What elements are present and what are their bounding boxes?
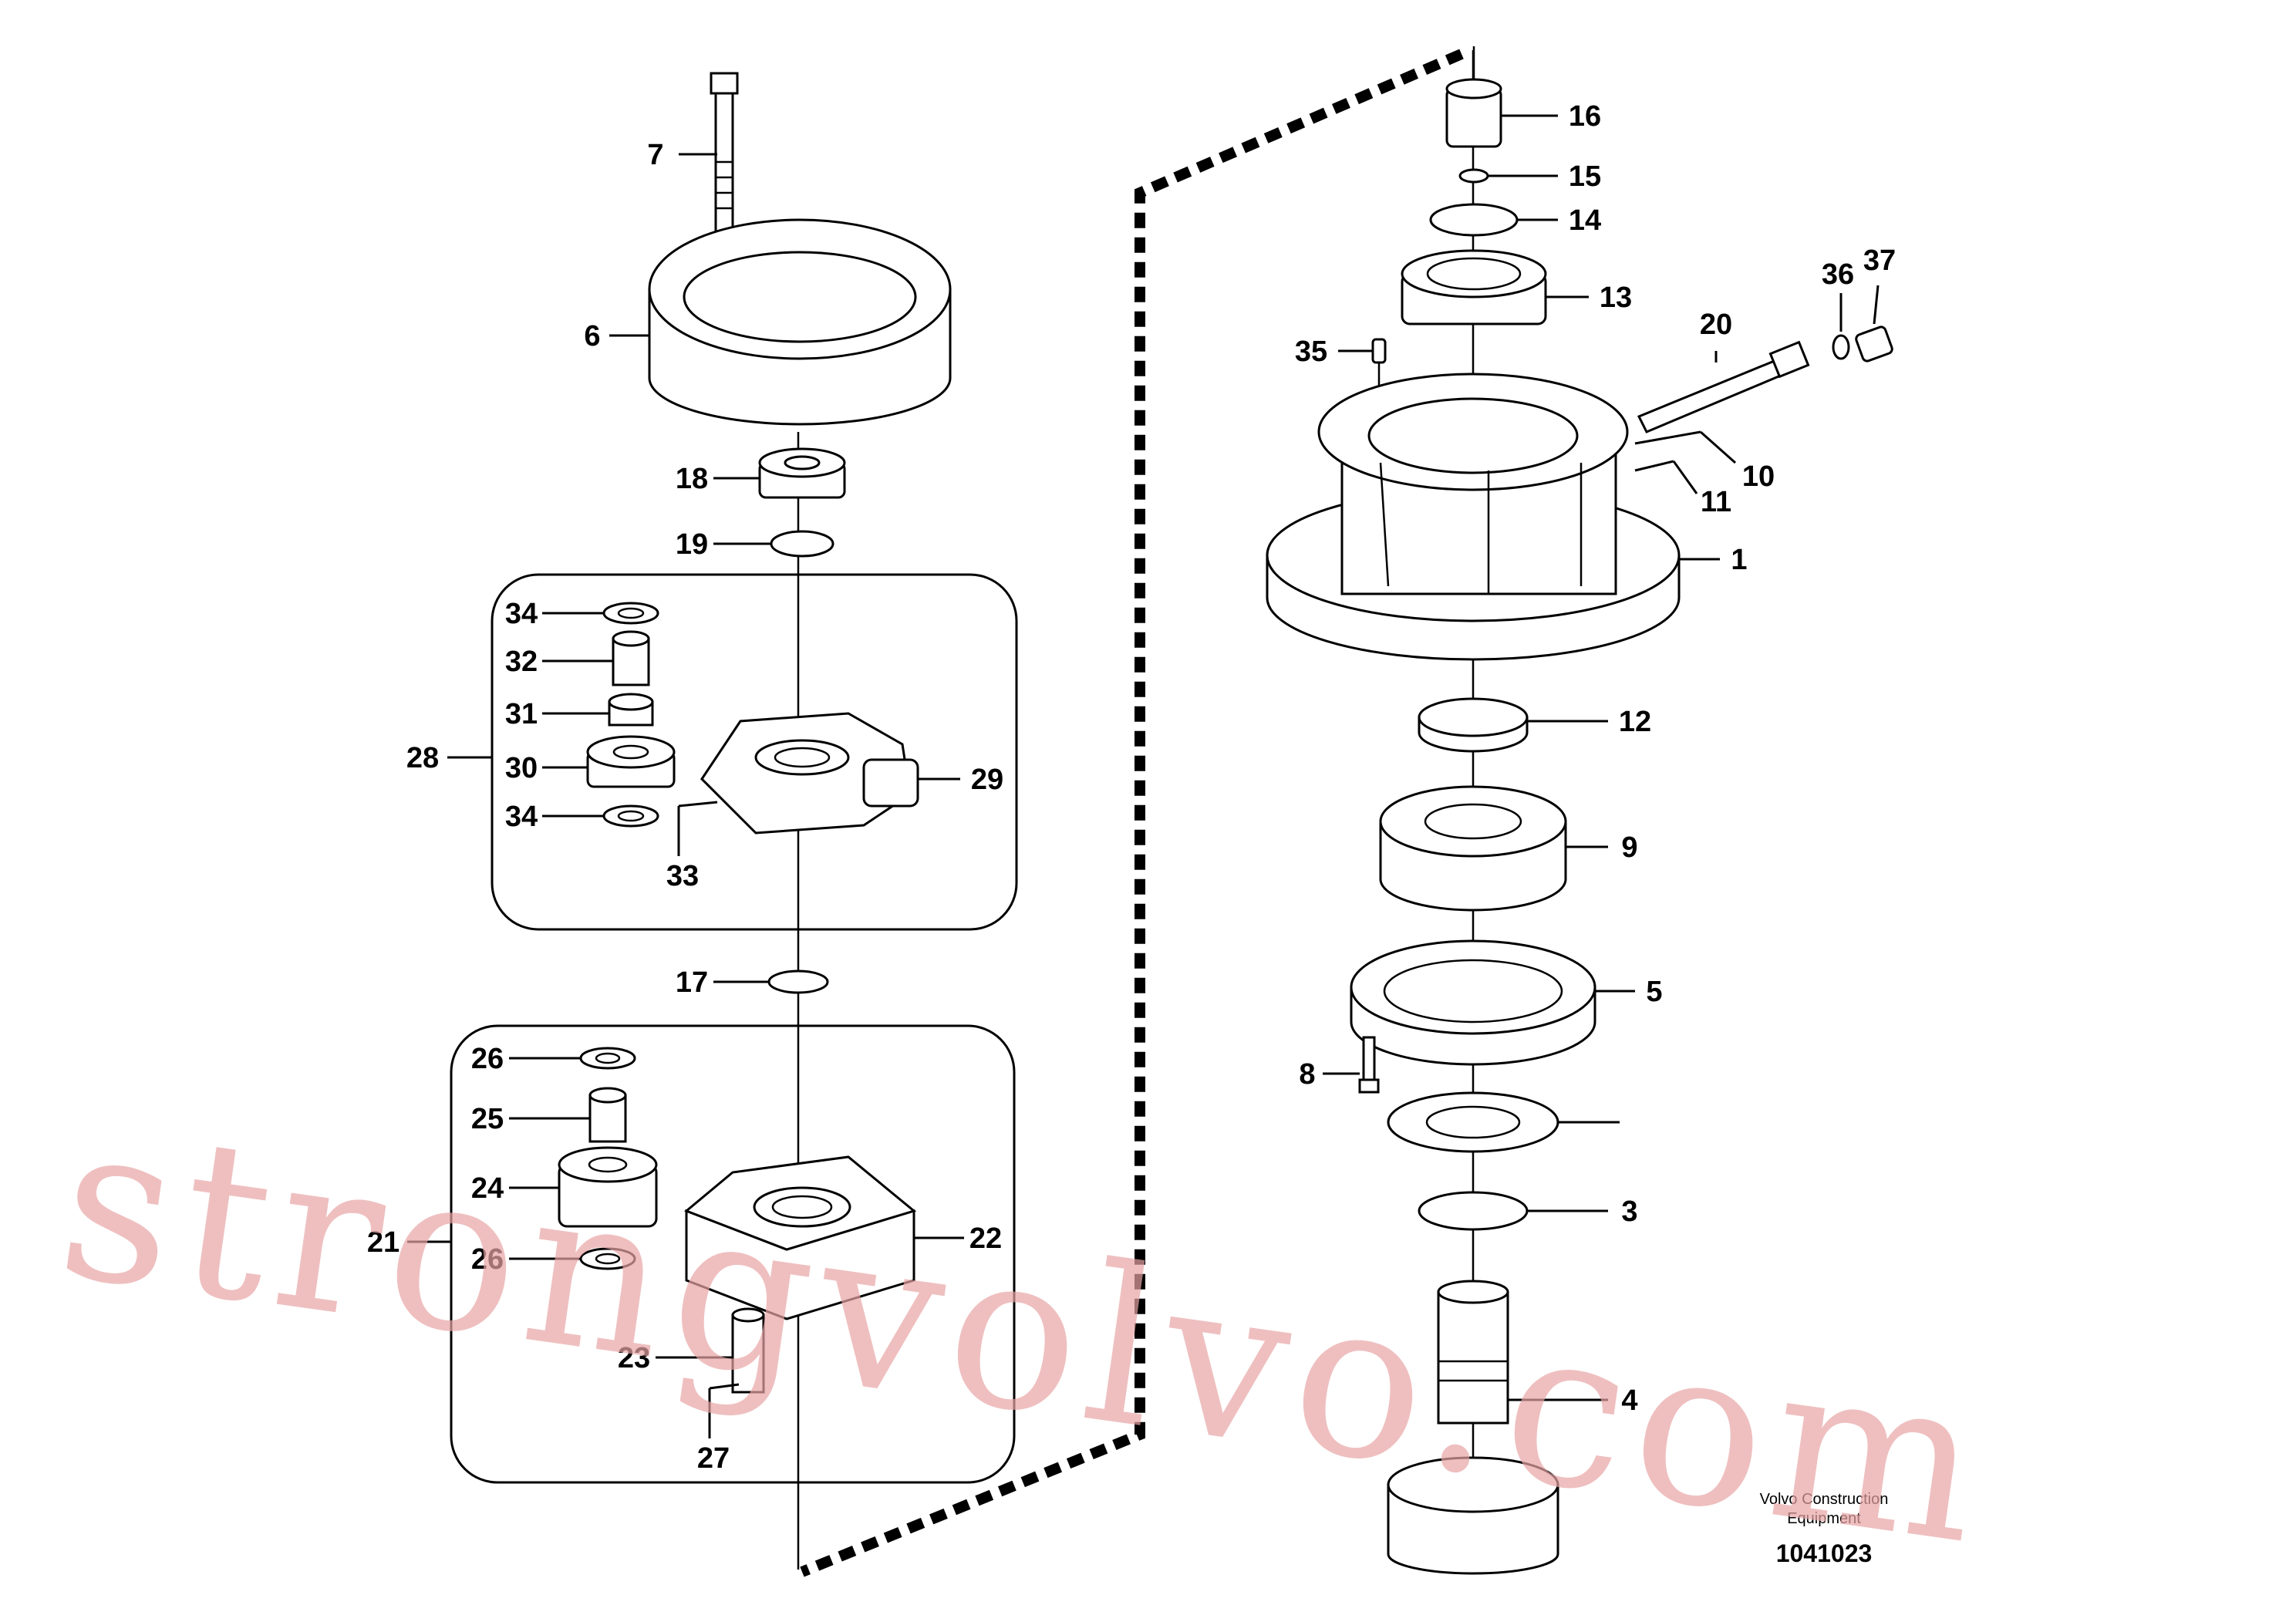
label-36: 36: [1822, 258, 1854, 291]
label-21: 21: [367, 1226, 400, 1259]
label-23: 23: [618, 1342, 650, 1374]
part-11-pipe: [1634, 460, 1674, 472]
part-19-ring: [770, 530, 834, 558]
part-10-pipe: [1634, 430, 1701, 445]
part-27-pin: [709, 1383, 740, 1390]
document-number: 1041023: [1776, 1539, 1873, 1567]
part-34-washer-top: [602, 602, 659, 625]
part-18-gear: [758, 447, 846, 499]
part-labels: 7 6 18 19 34 32 31 30 34 28 29 33 17 26 …: [367, 100, 1896, 1475]
part-37-plug: [1855, 325, 1893, 363]
part-22-carrier: [684, 1155, 917, 1320]
part-8-bolt: [1358, 1036, 1380, 1094]
part-36-washer: [1832, 334, 1850, 360]
part-34-washer-bottom: [602, 804, 659, 828]
label-31: 31: [505, 698, 538, 730]
label-16: 16: [1569, 100, 1601, 133]
label-24: 24: [471, 1172, 504, 1205]
part-1-housing: [1266, 373, 1681, 661]
part-7-bolt: [710, 72, 739, 241]
part-26-washer-top: [579, 1047, 636, 1070]
label-25: 25: [471, 1103, 504, 1135]
label-29: 29: [971, 764, 1003, 796]
label-19: 19: [676, 528, 708, 561]
label-12: 12: [1619, 706, 1651, 738]
label-7: 7: [647, 139, 663, 171]
label-30: 30: [505, 752, 538, 784]
part-5-cover: [1350, 939, 1596, 1066]
part-seal: [1387, 1091, 1559, 1153]
label-20: 20: [1700, 309, 1732, 341]
part-25-bushing: [588, 1087, 627, 1143]
label-17: 17: [676, 966, 708, 999]
label-1: 1: [1731, 544, 1747, 576]
label-37: 37: [1863, 244, 1896, 277]
part-4-pinion-shaft: [1387, 1280, 1559, 1575]
label-15: 15: [1569, 160, 1601, 193]
label-34-top: 34: [505, 598, 538, 630]
part-16-gear: [1445, 46, 1502, 148]
part-20-shaft: [1637, 340, 1810, 433]
label-6: 6: [584, 320, 600, 352]
label-13: 13: [1600, 282, 1632, 314]
label-9: 9: [1621, 831, 1637, 864]
label-4: 4: [1621, 1384, 1637, 1417]
watermark: strongvolvo.com: [47, 1075, 2004, 1594]
dashed-separator: [800, 49, 1464, 1577]
part-9-bearing: [1379, 785, 1567, 912]
label-5: 5: [1646, 976, 1662, 1008]
label-14: 14: [1569, 204, 1601, 237]
part-14-ring: [1429, 203, 1519, 237]
part-32-bushing: [612, 630, 650, 686]
leader-lines: [407, 114, 1880, 1438]
caption-line-1: Volvo Construction: [1760, 1491, 1889, 1508]
part-17-ring: [767, 969, 829, 994]
caption-line-2: Equipment: [1787, 1510, 1861, 1527]
label-8: 8: [1299, 1058, 1315, 1091]
part-23-pin: [731, 1307, 765, 1394]
part-6-ring-gear: [648, 218, 952, 426]
label-26-bottom: 26: [471, 1243, 504, 1276]
label-26-top: 26: [471, 1043, 504, 1075]
group-21-box: [450, 1024, 1016, 1484]
label-11: 11: [1701, 486, 1731, 518]
group-28-box: [491, 573, 1018, 931]
label-22: 22: [969, 1222, 1002, 1255]
part-31-bearing: [608, 693, 654, 727]
part-33-pin: [678, 801, 718, 808]
part-12-ring: [1418, 697, 1529, 753]
label-33: 33: [666, 860, 699, 892]
label-3: 3: [1621, 1195, 1637, 1228]
label-28: 28: [406, 742, 439, 774]
label-10: 10: [1742, 460, 1775, 493]
label-27: 27: [697, 1442, 730, 1475]
part-24-planet-gear: [558, 1146, 658, 1228]
part-3-ring: [1418, 1191, 1529, 1231]
part-30-planet-gear: [586, 735, 676, 788]
part-15-ring: [1458, 168, 1489, 184]
label-32: 32: [505, 646, 538, 678]
label-35: 35: [1295, 336, 1327, 368]
part-13-bearing: [1401, 249, 1547, 325]
label-34-bottom: 34: [505, 801, 538, 833]
part-29-carrier: [700, 712, 919, 835]
label-18: 18: [676, 463, 708, 495]
